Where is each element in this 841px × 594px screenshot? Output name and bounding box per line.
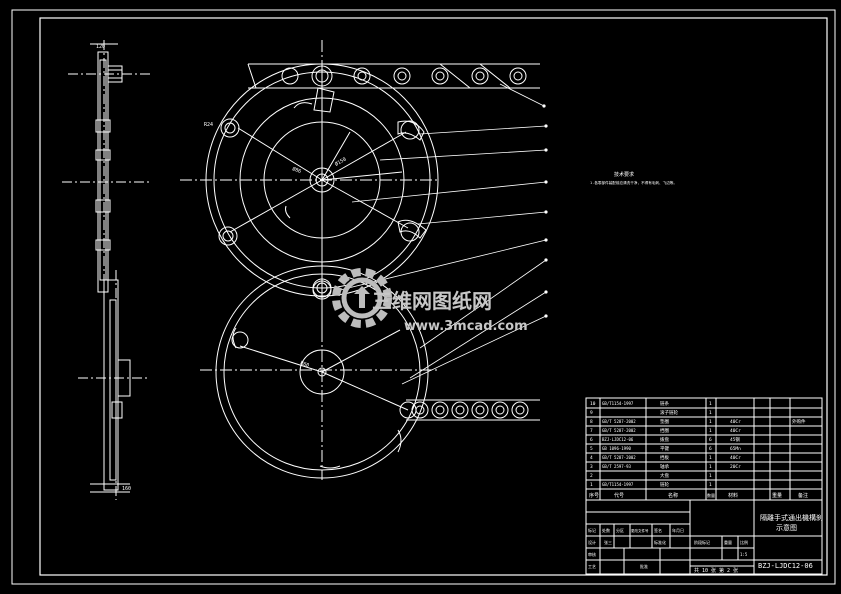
bom-cell-qty: 1 (709, 419, 712, 425)
bom-cell-code: GB/T 5287-2002 (602, 419, 636, 424)
bom-cell-code: GB/T 5287-2002 (602, 428, 636, 433)
bom-cell-name: 挡圈 (660, 427, 669, 434)
dim-label-3: R24 (204, 122, 213, 128)
weight-label: 重量 (724, 539, 732, 545)
drawing-title-1: 隔離手式通出機構刹 (760, 513, 823, 522)
bom-header-name: 名称 (668, 492, 678, 499)
tb-designer-name: 张三 (604, 539, 612, 545)
bom-cell-no: 6 (590, 437, 593, 443)
tb-division: 分区 (616, 527, 624, 533)
tb-approve: 批准 (640, 563, 648, 569)
bom-cell-material: 20Cr (730, 464, 741, 470)
bom-header-qty: 数量 (707, 492, 715, 498)
watermark-url: www.3mcad.com (404, 319, 528, 334)
bom-cell-name: 链条 (660, 400, 669, 407)
notes-line-1: 1.各零部件装配前应清洗干净，不得有毛刺、飞边等。 (590, 180, 677, 185)
sheet-line: 共 10 张 第 2 张 (694, 567, 738, 574)
bom-cell-code: GB/T 2597-93 (602, 464, 631, 469)
bom-header-code: 代号 (614, 492, 624, 499)
bom-cell-qty: 1 (709, 410, 712, 416)
bom-cell-material: 40Cr (730, 419, 741, 425)
bom-cell-qty: 1 (709, 464, 712, 470)
bom-cell-qty: 1 (709, 473, 712, 479)
tb-designer: 设计 (588, 539, 596, 545)
upper-disc-view (180, 40, 540, 330)
bom-cell-qty: 6 (709, 437, 712, 443)
bom-cell-code: GB 1096-1990 (602, 446, 631, 451)
outer-frame (11, 9, 836, 585)
bom-cell-material: 65Mn (730, 446, 741, 452)
bom-cell-qty: 6 (709, 446, 712, 452)
bom-cell-no: 4 (590, 455, 593, 461)
tb-checker: 审核 (588, 551, 596, 557)
tb-change-doc: 更改文件号 (631, 528, 649, 533)
drawing-title-2: 示意图 (776, 523, 797, 532)
leader-dots (542, 104, 548, 318)
gear-logo-icon (332, 268, 392, 328)
bom-cell-material: 40Cr (730, 428, 741, 434)
tb-craft: 工艺 (588, 564, 596, 569)
bom-cell-code: BZJ-LJDC12-06 (602, 437, 634, 442)
bom-cell-qty: 1 (709, 482, 712, 488)
tb-ymd: 年月日 (672, 527, 684, 533)
bom-cell-name: 垫圈 (660, 418, 669, 425)
bom-cell-no: 3 (590, 464, 593, 470)
dim-label-5: 120 (96, 44, 105, 50)
bom-cell-no: 8 (590, 419, 593, 425)
bom-cell-qty: 1 (709, 428, 712, 434)
leader-lines (339, 83, 547, 385)
bom-cell-name: 滚子链轮 (660, 409, 678, 416)
watermark: 三维网图纸网 www.3mcad.com (332, 268, 528, 334)
scale-value: 1:5 (740, 552, 748, 557)
bom-cell-material: 40Cr (730, 455, 741, 461)
bom-cell-qty: 1 (709, 401, 712, 407)
stage-label: 阶段标记 (694, 539, 710, 545)
bom-header-no: 序号 (589, 492, 599, 499)
bom-cell-name: 大盘 (660, 472, 669, 479)
bom-cell-no: 10 (590, 401, 596, 407)
scale-label: 比例 (740, 539, 748, 545)
bom-table (585, 397, 823, 501)
tb-marker: 标记 (588, 527, 596, 533)
dim-label-2: Ø86 (291, 165, 302, 175)
tb-zones: 处数 (602, 527, 610, 533)
tb-standard: 标准化 (654, 539, 666, 545)
bom-header-weight: 重量 (772, 492, 782, 499)
bom-cell-code: GB/T1154-1997 (602, 482, 634, 487)
bom-cell-remark: 外购件 (792, 418, 806, 425)
bom-cell-no: 1 (590, 482, 593, 488)
bom-cell-no: 7 (590, 428, 593, 434)
bom-header-remark: 备注 (798, 492, 808, 499)
bom-cell-qty: 1 (709, 455, 712, 461)
bom-cell-code: GB/T1154-1997 (602, 401, 634, 406)
dim-label-4: R60 (299, 360, 310, 369)
side-view (62, 40, 150, 500)
inner-frame (39, 17, 828, 576)
bom-cell-name: 平键 (660, 445, 669, 452)
bom-cell-name: 轴承 (660, 463, 669, 470)
bom-cell-material: 45钢 (730, 436, 740, 443)
watermark-brand: 三维网图纸网 (372, 289, 492, 313)
bom-cell-code: GB/T 5287-2002 (602, 455, 636, 460)
drawing-code: BZJ-LJDC12-06 (758, 562, 813, 570)
notes-title: 技术要求 (614, 171, 634, 178)
bom-cell-no: 5 (590, 446, 593, 452)
title-block (585, 499, 823, 575)
tb-signature: 签名 (654, 527, 662, 533)
bom-cell-no: 9 (590, 410, 593, 416)
bom-header-material: 材料 (728, 492, 738, 499)
dim-label-6: 160 (122, 486, 131, 492)
bom-cell-name: 拨盘 (660, 436, 669, 443)
bom-cell-no: 2 (590, 473, 593, 479)
bom-cell-name: 挡板 (660, 454, 669, 461)
bom-cell-name: 链轮 (660, 481, 669, 488)
